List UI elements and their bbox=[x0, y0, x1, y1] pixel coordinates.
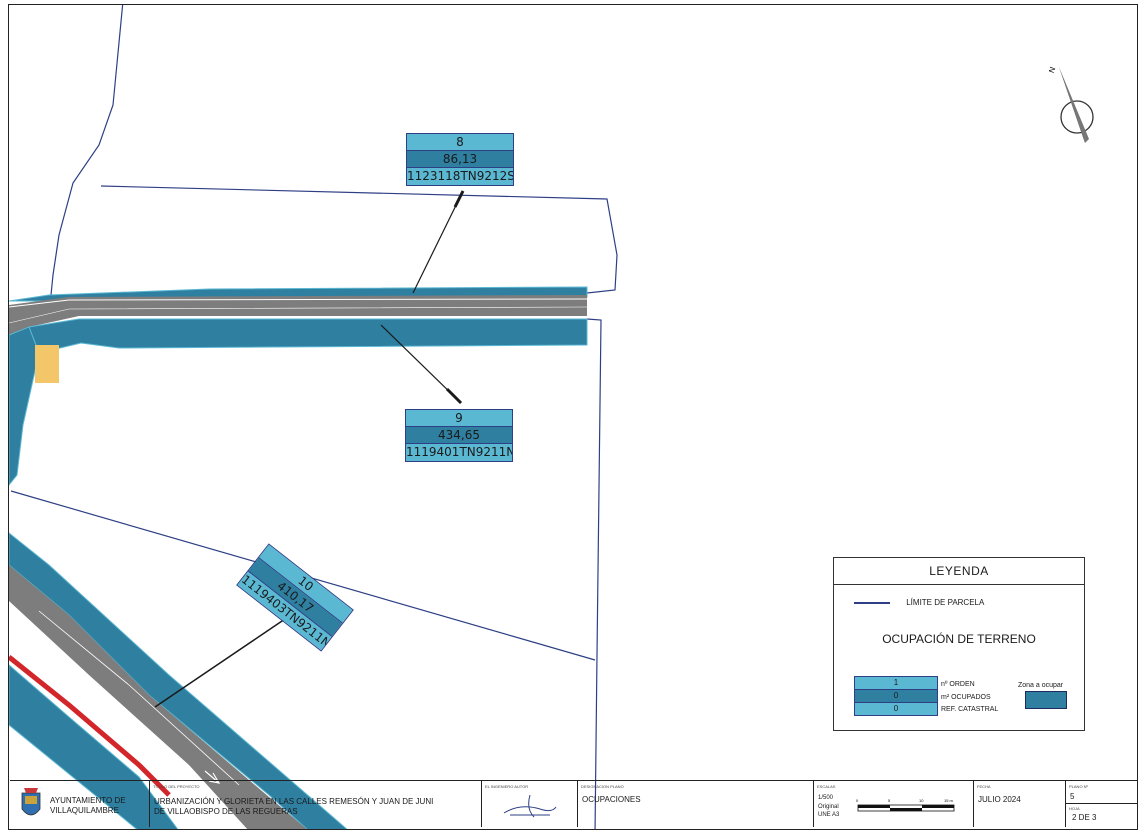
plan-no-caption: PLANO Nº bbox=[1069, 784, 1089, 789]
scale-original: Original bbox=[818, 804, 839, 810]
sample-ref: 0 bbox=[855, 703, 937, 715]
plan-name: OCUPACIONES bbox=[582, 795, 641, 804]
scale-tick-10: 10 bbox=[919, 798, 924, 803]
north-label: N bbox=[1049, 65, 1057, 74]
engineer-caption: EL INGENIERO AUTOR bbox=[485, 784, 529, 789]
sample-order: 1 bbox=[855, 677, 937, 690]
leader-8-arrow bbox=[453, 190, 465, 208]
parcel-boundary-8-top bbox=[100, 185, 618, 294]
parcel-cadastral-ref: 1123118TN9212S bbox=[407, 168, 513, 185]
date-caption: FECHA bbox=[977, 784, 991, 789]
orange-area bbox=[35, 345, 59, 383]
parcel-order: 9 bbox=[406, 410, 512, 427]
project-caption: TITULO DEL PROYECTO bbox=[153, 784, 200, 789]
engineer-cell: EL INGENIERO AUTOR bbox=[482, 781, 578, 827]
scale-format: UNE A3 bbox=[818, 812, 840, 818]
parcel-area: 434,65 bbox=[406, 427, 512, 444]
map-frame: 8 86,13 1123118TN9212S 9 434,65 1119401T… bbox=[8, 4, 1138, 830]
parcel-boundary-9 bbox=[586, 318, 602, 829]
plan-number-cell: PLANO Nº 5 HOJA 2 DE 3 bbox=[1066, 781, 1138, 827]
road-surface-diagonal bbox=[9, 565, 307, 829]
plan-name-cell: DESIGNACION PLANO OCUPACIONES bbox=[578, 781, 814, 827]
occupation-title: OCUPACIÓN DE TERRENO bbox=[882, 632, 1036, 646]
legend-sample-label: 1 0 0 bbox=[854, 676, 938, 716]
road-arrow bbox=[204, 770, 221, 784]
lane-line-2 bbox=[38, 610, 240, 786]
plan-number-divider bbox=[1066, 803, 1137, 804]
zone-label: Zona a ocupar bbox=[1018, 682, 1064, 689]
title-block: AYUNTAMIENTO DE VILLAQUILAMBRE TITULO DE… bbox=[10, 780, 1138, 828]
scale-bar: 0 5 10 15 m bbox=[856, 798, 955, 812]
north-arrow-icon: N bbox=[1049, 65, 1094, 143]
leader-9-arrow bbox=[445, 387, 463, 405]
sample-descriptions: nº ORDEN m² OCUPADOS REF. CATASTRAL bbox=[941, 679, 998, 717]
parcel-label-9: 9 434,65 1119401TN9211N bbox=[405, 409, 513, 462]
zone-swatch bbox=[1025, 691, 1067, 709]
parcel-boundary-8 bbox=[50, 5, 124, 296]
parcel-cadastral-ref: 1119401TN9211N bbox=[406, 444, 512, 461]
municipality-line1: AYUNTAMIENTO DE bbox=[50, 796, 126, 805]
sample-ref-label: REF. CATASTRAL bbox=[941, 706, 999, 713]
scale-tick-0: 0 bbox=[856, 798, 859, 803]
engineer-signature-icon bbox=[503, 794, 557, 818]
road-edge-line bbox=[9, 298, 588, 308]
leader-8 bbox=[412, 190, 464, 294]
leader-lines bbox=[154, 190, 465, 708]
project-line2: DE VILLAOBISPO DE LAS REGUERAS bbox=[154, 807, 298, 816]
parcel-boundaries bbox=[10, 5, 618, 829]
parcel-label-8: 8 86,13 1123118TN9212S bbox=[406, 133, 514, 186]
scale-cell: ESCALAS 1/500 Original UNE A3 0 5 10 15 … bbox=[814, 781, 974, 827]
sample-order-label: nº ORDEN bbox=[941, 681, 975, 688]
map-canvas bbox=[9, 5, 618, 829]
legend-boundary-entry: LÍMITE DE PARCELA bbox=[854, 598, 984, 607]
lane-line-1 bbox=[18, 628, 210, 796]
occupied-strip-lower bbox=[28, 318, 588, 354]
scale-tick-15: 15 m bbox=[944, 798, 954, 803]
project-cell: TITULO DEL PROYECTO URBANIZACIÓN Y GLORI… bbox=[150, 781, 482, 827]
boundary-label: LÍMITE DE PARCELA bbox=[906, 598, 985, 607]
municipality-line2: VILLAQUILAMBRE bbox=[50, 806, 119, 815]
municipal-shield-icon bbox=[21, 788, 41, 816]
date-cell: FECHA JULIO 2024 bbox=[974, 781, 1066, 827]
sheet-value: 2 DE 3 bbox=[1072, 813, 1097, 822]
boundary-line-swatch bbox=[854, 601, 890, 604]
parcel-order: 8 bbox=[407, 134, 513, 151]
municipality-cell: AYUNTAMIENTO DE VILLAQUILAMBRE bbox=[10, 781, 150, 827]
sheet-caption: HOJA bbox=[1069, 806, 1080, 811]
occupied-strip-diagonal-lower bbox=[9, 664, 179, 829]
legend: LEYENDA LÍMITE DE PARCELA OCUPACIÓN DE T… bbox=[833, 557, 1085, 731]
scale-caption: ESCALAS bbox=[817, 784, 836, 789]
legend-title: LEYENDA bbox=[834, 558, 1084, 585]
scale-tick-5: 5 bbox=[888, 798, 891, 803]
scale-value: 1/500 bbox=[818, 795, 834, 801]
plan-caption: DESIGNACION PLANO bbox=[581, 784, 624, 789]
leader-10 bbox=[154, 618, 286, 708]
occupied-strip-left bbox=[9, 326, 40, 486]
parcel-area: 86,13 bbox=[407, 151, 513, 168]
upper-road bbox=[9, 286, 588, 486]
road-center-line bbox=[9, 306, 588, 324]
road-surface-upper bbox=[9, 295, 587, 335]
sample-area-label: m² OCUPADOS bbox=[941, 693, 991, 701]
plan-number: 5 bbox=[1070, 792, 1075, 801]
date-value: JULIO 2024 bbox=[978, 795, 1021, 804]
project-line1: URBANIZACIÓN Y GLORIETA EN LAS CALLES RE… bbox=[154, 797, 434, 806]
lower-road bbox=[9, 532, 348, 829]
sample-area: 0 bbox=[855, 690, 937, 703]
